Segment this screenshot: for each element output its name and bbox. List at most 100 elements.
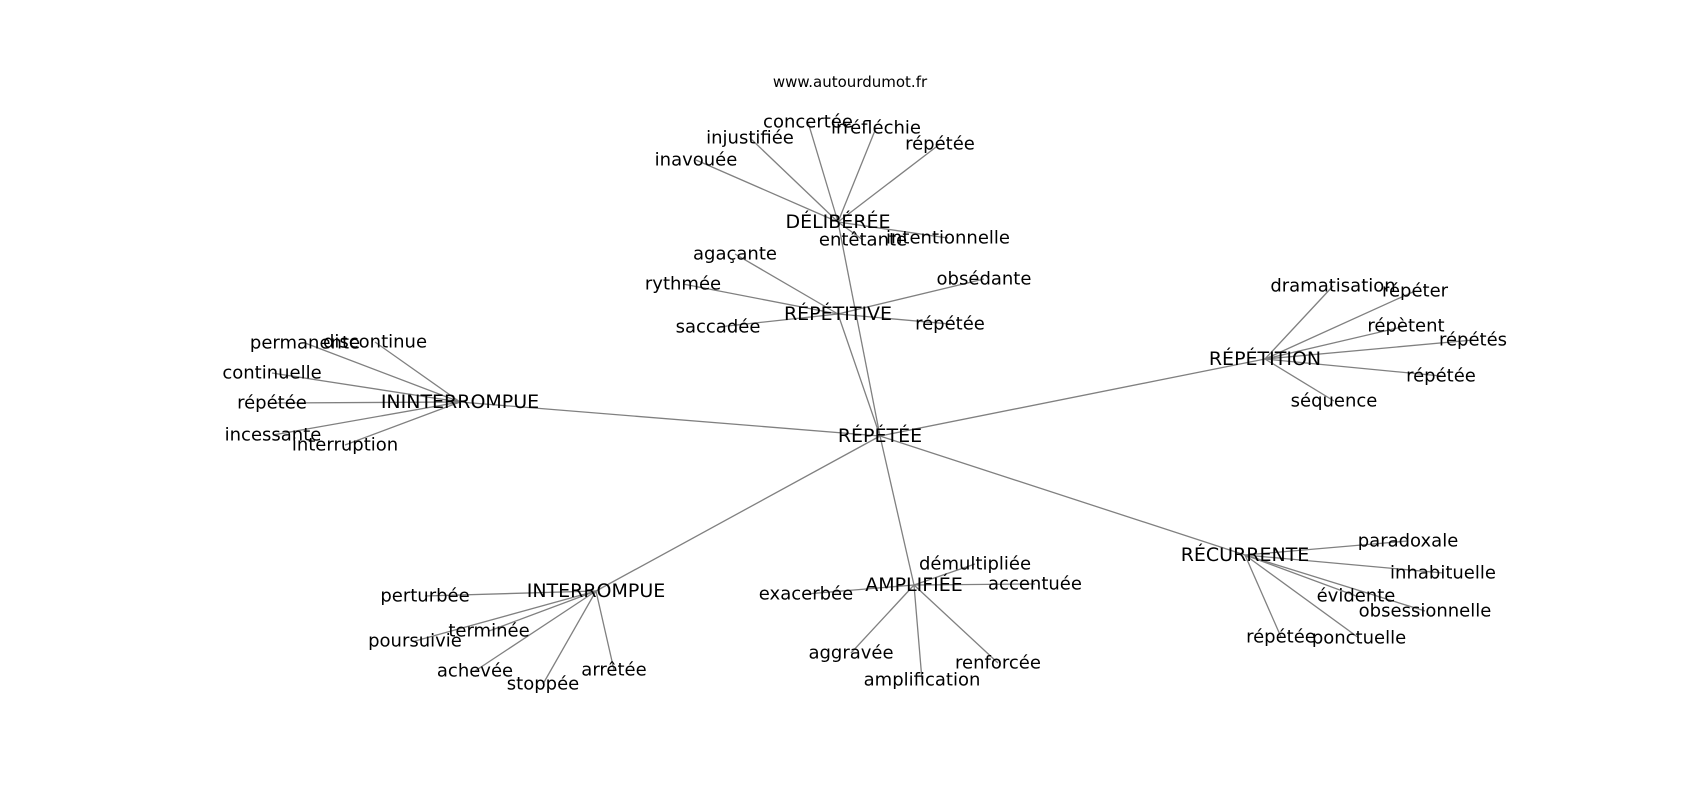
word-node-repetitive-4: répétée xyxy=(915,314,985,335)
edge-interrompue-1 xyxy=(488,590,597,632)
hub-node-recurrente: RÉCURRENTE xyxy=(1181,543,1310,566)
edge-interrompue-5 xyxy=(595,590,615,671)
word-node-recurrente-5: ponctuelle xyxy=(1312,628,1406,649)
word-node-recurrente-2: évidente xyxy=(1317,586,1396,607)
word-node-amplifiee-2: accentuée xyxy=(988,574,1082,595)
edge-amplifiee-3 xyxy=(850,584,915,654)
edge-deliberee-0 xyxy=(807,121,839,223)
word-node-interrompue-3: achevée xyxy=(437,661,513,682)
edge-amplifiee-4 xyxy=(913,584,999,664)
edge-recurrente-1 xyxy=(1244,554,1444,574)
edge-ininterrompue-0 xyxy=(304,342,461,403)
edge-center-deliberee xyxy=(837,221,881,437)
hub-node-amplifiee: AMPLIFIÉE xyxy=(865,573,963,596)
edge-ininterrompue-4 xyxy=(272,401,461,436)
edge-recurrente-3 xyxy=(1244,554,1426,612)
word-node-repetition-5: séquence xyxy=(1291,391,1378,412)
word-node-interrompue-2: poursuivie xyxy=(368,631,462,652)
edge-center-amplifiee xyxy=(879,435,915,586)
hub-node-repetitive: RÉPÉTITIVE xyxy=(784,302,892,325)
edge-recurrente-0 xyxy=(1244,540,1409,556)
edge-ininterrompue-5 xyxy=(344,401,461,446)
word-node-amplifiee-1: exacerbée xyxy=(759,584,853,605)
word-node-recurrente-3: obsessionnelle xyxy=(1359,601,1492,622)
hub-node-interrompue: INTERROMPUE xyxy=(527,580,666,602)
edge-repetitive-0 xyxy=(734,253,839,315)
edge-recurrente-4 xyxy=(1244,554,1282,638)
edge-interrompue-0 xyxy=(424,590,597,597)
edge-repetitive-1 xyxy=(837,278,985,315)
edge-ininterrompue-2 xyxy=(271,372,461,403)
edge-center-repetitive xyxy=(837,313,881,437)
edge-interrompue-3 xyxy=(474,590,597,672)
word-node-amplifiee-4: renforcée xyxy=(955,653,1041,674)
word-node-ininterrompue-1: discontinue xyxy=(323,332,427,353)
hub-node-repetition: RÉPÉTITION xyxy=(1209,347,1321,370)
word-node-deliberee-4: inavouée xyxy=(655,150,738,171)
edge-deliberee-4 xyxy=(695,159,839,223)
edge-center-ininterrompue xyxy=(459,401,881,437)
hub-node-deliberee: DÉLIBÉRÉE xyxy=(785,210,890,233)
word-node-deliberee-6: intentionnelle xyxy=(886,228,1010,249)
word-node-interrompue-5: arrêtée xyxy=(581,660,646,681)
word-node-deliberee-2: injustifiée xyxy=(706,128,794,149)
word-node-amplifiee-5: amplification xyxy=(864,670,981,691)
edge-interrompue-4 xyxy=(542,590,597,685)
center-node: RÉPÉTÉE xyxy=(838,424,922,447)
edge-interrompue-2 xyxy=(414,590,597,642)
hub-node-ininterrompue: ININTERROMPUE xyxy=(381,391,539,413)
word-node-deliberee-3: répétée xyxy=(905,134,975,155)
word-node-deliberee-5: entêtante xyxy=(819,230,907,251)
edge-ininterrompue-3 xyxy=(271,401,461,404)
word-node-deliberee-0: concertée xyxy=(763,112,853,133)
word-node-interrompue-4: stoppée xyxy=(507,674,579,695)
word-node-ininterrompue-5: interruption xyxy=(292,435,398,456)
edge-center-interrompue xyxy=(595,435,881,592)
edges xyxy=(271,121,1474,685)
edge-deliberee-2 xyxy=(749,137,839,223)
word-node-repetitive-3: saccadée xyxy=(676,317,761,338)
word-node-recurrente-0: paradoxale xyxy=(1358,531,1459,552)
word-node-deliberee-1: irréfléchie xyxy=(831,118,921,139)
edge-repetition-2 xyxy=(1264,325,1407,360)
edge-repetition-0 xyxy=(1264,285,1334,360)
edge-deliberee-1 xyxy=(837,127,877,223)
edge-center-recurrente xyxy=(879,435,1246,556)
word-node-ininterrompue-2: continuelle xyxy=(222,363,321,384)
edge-recurrente-2 xyxy=(1244,554,1357,597)
word-node-repetitive-0: agaçante xyxy=(693,244,777,265)
word-node-recurrente-1: inhabituelle xyxy=(1390,563,1496,584)
word-node-ininterrompue-0: permanente xyxy=(250,333,360,354)
edge-amplifiee-1 xyxy=(805,584,915,595)
edge-repetition-5 xyxy=(1264,358,1335,402)
edge-amplifiee-2 xyxy=(913,583,1036,586)
word-node-repetitive-1: obsédante xyxy=(937,269,1032,290)
edge-center-repetition xyxy=(879,358,1266,437)
edge-amplifiee-0 xyxy=(913,563,976,586)
word-node-repetition-2: répètent xyxy=(1367,316,1444,337)
edge-repetitive-3 xyxy=(717,313,839,328)
word-node-amplifiee-0: démultipliée xyxy=(919,554,1031,575)
word-node-repetitive-2: rythmée xyxy=(645,274,721,295)
edge-deliberee-6 xyxy=(837,221,949,239)
edge-ininterrompue-1 xyxy=(374,341,461,403)
edge-repetitive-4 xyxy=(837,313,951,325)
source-attribution: www.autourdumot.fr xyxy=(773,73,928,91)
edge-deliberee-5 xyxy=(837,221,864,241)
word-node-ininterrompue-3: répétée xyxy=(237,393,307,414)
word-node-repetition-4: répétée xyxy=(1406,366,1476,387)
edge-repetition-1 xyxy=(1264,290,1416,360)
word-node-interrompue-0: perturbée xyxy=(380,586,469,607)
word-node-repetition-1: répéter xyxy=(1382,281,1449,302)
word-node-repetition-0: dramatisation xyxy=(1270,276,1395,297)
edge-deliberee-3 xyxy=(837,143,941,223)
word-node-amplifiee-3: aggravée xyxy=(808,643,893,664)
word-node-interrompue-1: terminée xyxy=(448,621,529,642)
edge-recurrente-5 xyxy=(1244,554,1360,639)
word-node-repetition-3: répétés xyxy=(1439,330,1507,351)
edge-amplifiee-5 xyxy=(913,584,923,681)
word-node-ininterrompue-4: incessante xyxy=(225,425,322,446)
word-node-recurrente-4: répétée xyxy=(1246,627,1316,648)
